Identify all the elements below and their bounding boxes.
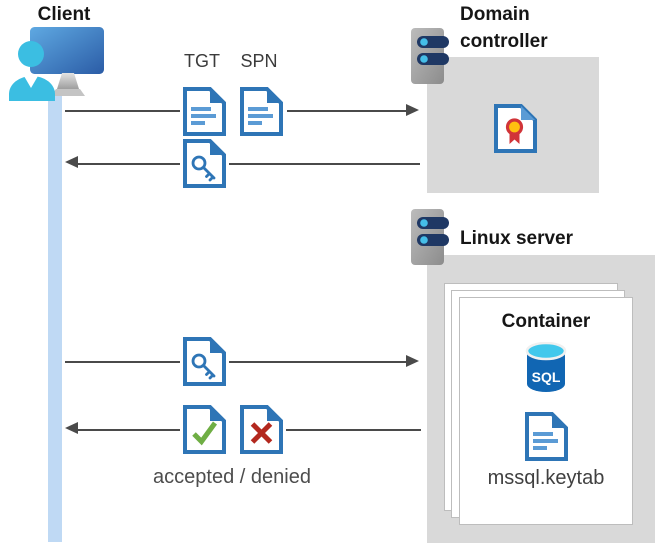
linux-server-icon bbox=[411, 209, 449, 265]
domain-controller-title: Domain controller bbox=[460, 4, 548, 52]
domain-controller-server-icon bbox=[411, 28, 449, 84]
spn-document-icon bbox=[240, 87, 283, 136]
client-title: Client bbox=[37, 4, 91, 25]
sql-database-icon: SQL bbox=[525, 342, 567, 392]
client-lifeline bbox=[48, 96, 62, 542]
client-to-dc-arrow bbox=[65, 109, 180, 112]
user-icon bbox=[9, 41, 55, 101]
service-ticket-key-document-icon bbox=[183, 139, 226, 188]
client-icon bbox=[9, 27, 104, 101]
arrow-head-left-icon bbox=[65, 156, 78, 168]
accepted-document-icon bbox=[183, 405, 226, 454]
linux-server-title: Linux server bbox=[460, 228, 573, 249]
client-to-server-arrow bbox=[229, 360, 408, 363]
client-to-server-arrow bbox=[65, 360, 180, 363]
arrow-head-left-icon bbox=[65, 422, 78, 434]
keytab-label: mssql.keytab bbox=[487, 467, 605, 489]
server-to-client-arrow bbox=[76, 428, 180, 431]
sql-label: SQL bbox=[532, 369, 561, 385]
keytab-file-icon bbox=[524, 412, 568, 461]
monitor-icon bbox=[30, 27, 104, 96]
container-title: Container bbox=[501, 311, 591, 332]
arrow-head-right-icon bbox=[406, 104, 419, 116]
denied-document-icon bbox=[240, 405, 283, 454]
tgt-document-icon bbox=[183, 87, 226, 136]
arrow-head-right-icon bbox=[406, 355, 419, 367]
container-card: Container SQL mssql.keytab bbox=[459, 297, 633, 525]
spn-label: SPN bbox=[240, 51, 278, 71]
tgt-label: TGT bbox=[184, 51, 220, 71]
dc-to-client-arrow bbox=[229, 162, 420, 165]
certificate-icon bbox=[494, 104, 537, 153]
accepted-denied-label: accepted / denied bbox=[153, 466, 311, 488]
service-ticket-key-document-icon bbox=[183, 337, 226, 386]
dc-to-client-arrow bbox=[76, 162, 180, 165]
client-to-dc-arrow bbox=[287, 109, 408, 112]
server-to-client-arrow bbox=[286, 428, 421, 431]
